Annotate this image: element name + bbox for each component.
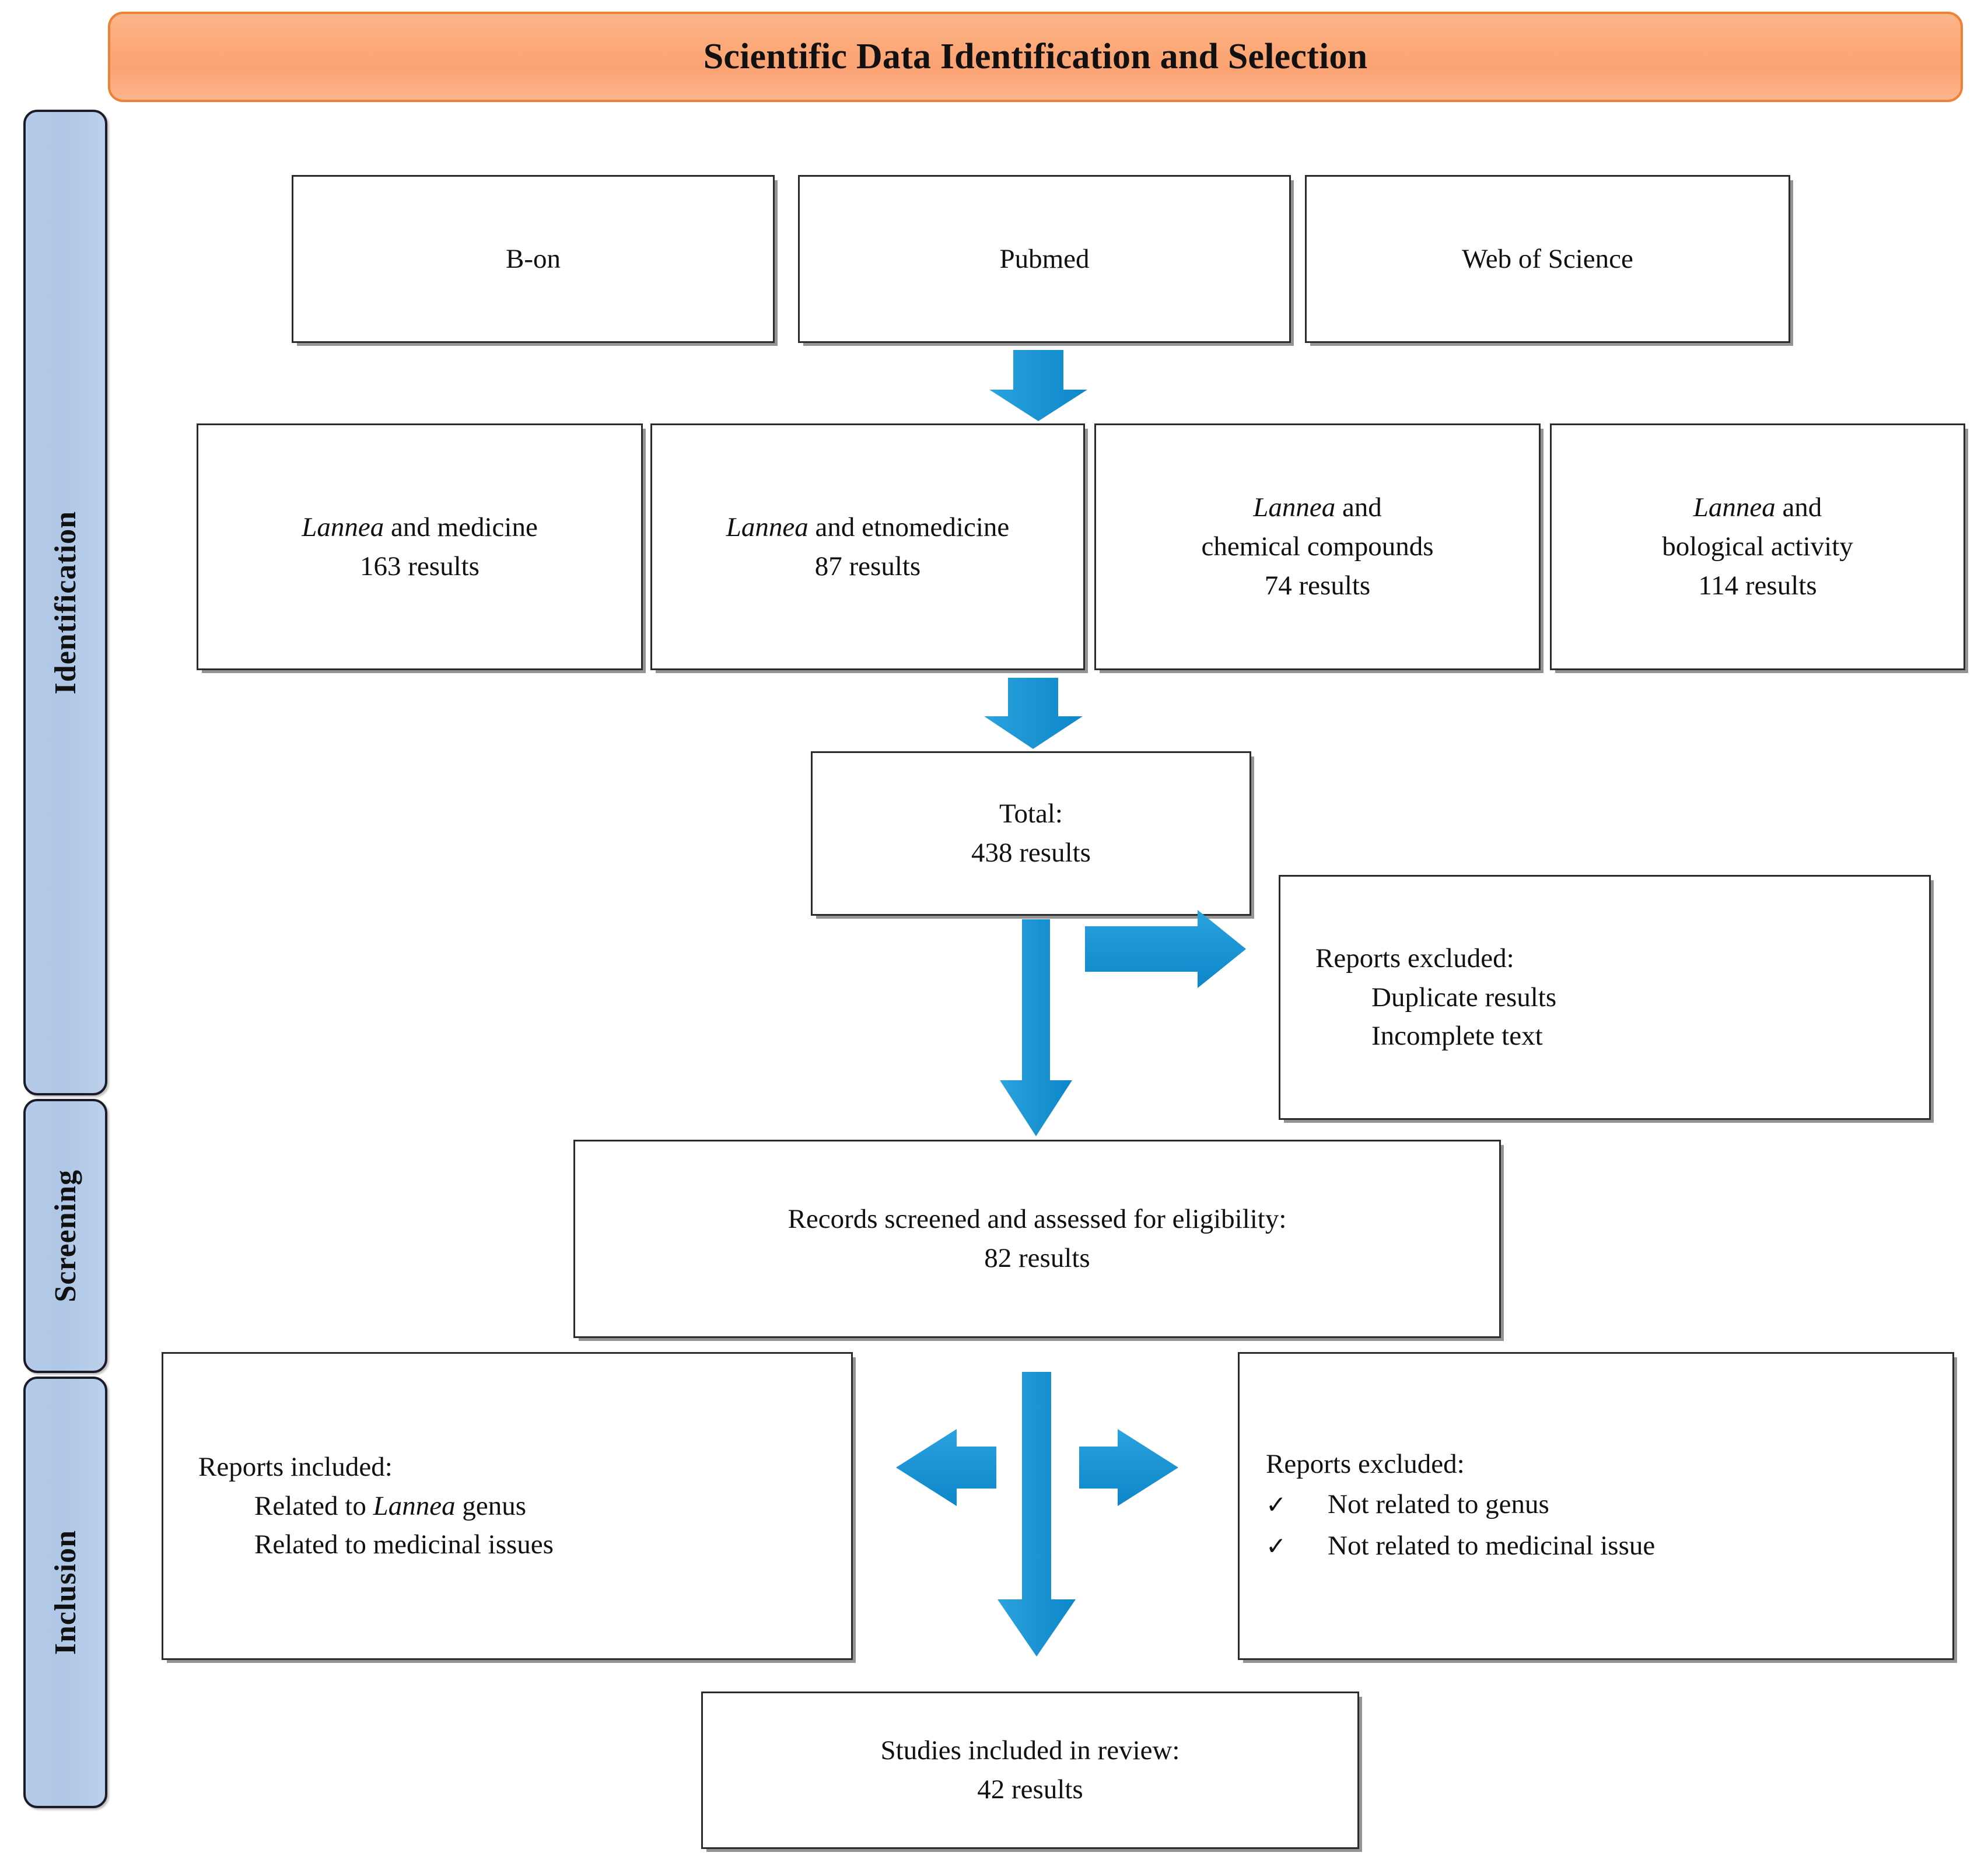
- excluded-item: Incomplete text: [1371, 1021, 1543, 1052]
- total-results: 438 results: [971, 838, 1091, 868]
- arrow-down-screened-to-studies: [998, 1372, 1076, 1657]
- database-box-pubmed: Pubmed: [798, 175, 1291, 343]
- query-results: 163 results: [360, 551, 480, 582]
- query-term-rest: and medicine: [384, 512, 538, 542]
- checkmark-icon: ✓: [1266, 1533, 1287, 1561]
- phase-label-identification: Identification: [48, 510, 82, 695]
- genus-name: Lannea: [726, 512, 808, 542]
- arrow-down-databases-to-queries: [989, 350, 1087, 421]
- included-item: Related to medicinal issues: [254, 1529, 554, 1560]
- excluded-item: Duplicate results: [1371, 982, 1557, 1013]
- excluded-checklist-item: ✓ Not related to medicinal issue: [1266, 1525, 1655, 1567]
- excluded-item-label: Not related to genus: [1328, 1489, 1549, 1519]
- arrow-right-to-reports-excluded: [1079, 1429, 1178, 1506]
- included-item: Related to Lannea genus: [198, 1487, 526, 1526]
- query-term: Lannea and medicine: [302, 508, 538, 547]
- database-name: B-on: [506, 243, 561, 274]
- excluded-item-label: Not related to medicinal issue: [1328, 1531, 1656, 1561]
- page-title: Scientific Data Identification and Selec…: [703, 37, 1368, 76]
- query-box: Lannea and medicine 163 results: [197, 423, 643, 670]
- total-label: Total:: [999, 799, 1063, 829]
- included-item-prefix: Related to: [254, 1490, 373, 1521]
- genus-name: Lannea: [1693, 492, 1776, 523]
- phase-bar-screening: Screening: [23, 1099, 107, 1373]
- query-box: Lannea and etnomedicine 87 results: [650, 423, 1085, 670]
- database-name: Pubmed: [999, 243, 1090, 274]
- database-box-web-of-science: Web of Science: [1305, 175, 1790, 343]
- phase-label-screening: Screening: [48, 1169, 82, 1302]
- reports-excluded-inclusion-box: Reports excluded: ✓ Not related to genus…: [1238, 1352, 1954, 1660]
- reports-excluded-screening-box: Reports excluded: Duplicate results Inco…: [1279, 875, 1931, 1120]
- excluded-checklist-item: ✓ Not related to genus: [1266, 1484, 1549, 1525]
- records-screened-box: Records screened and assessed for eligib…: [573, 1140, 1501, 1338]
- reports-included-box: Reports included: Related to Lannea genu…: [162, 1352, 853, 1660]
- genus-name: Lannea: [1253, 492, 1336, 523]
- database-box-bon: B-on: [292, 175, 775, 343]
- arrow-down-total-to-screened: [1000, 919, 1072, 1136]
- included-item-suffix: genus: [455, 1490, 527, 1521]
- query-results: 74 results: [1264, 570, 1371, 601]
- included-heading: Reports included:: [198, 1451, 393, 1482]
- screened-results: 82 results: [984, 1243, 1090, 1273]
- query-term-rest: and: [1335, 492, 1382, 523]
- query-term: Lannea and: [1693, 488, 1822, 527]
- screened-label: Records screened and assessed for eligib…: [788, 1204, 1287, 1235]
- query-results: 114 results: [1698, 570, 1817, 601]
- phase-label-inclusion: Inclusion: [48, 1529, 82, 1655]
- query-results: 87 results: [814, 551, 921, 582]
- studies-included-box: Studies included in review: 42 results: [701, 1692, 1359, 1849]
- query-box: Lannea and bological activity 114 result…: [1550, 423, 1965, 670]
- arrow-left-to-reports-included: [896, 1429, 996, 1506]
- studies-label: Studies included in review:: [880, 1735, 1180, 1766]
- diagram-header-banner: Scientific Data Identification and Selec…: [108, 12, 1963, 102]
- phase-bar-inclusion: Inclusion: [23, 1377, 107, 1808]
- query-term-line2: chemical compounds: [1201, 531, 1434, 562]
- genus-name: Lannea: [373, 1490, 456, 1521]
- arrow-right-total-to-excluded: [1085, 910, 1246, 988]
- studies-results: 42 results: [977, 1774, 1083, 1805]
- arrow-down-queries-to-total: [984, 678, 1083, 749]
- query-term-line2: bological activity: [1662, 531, 1853, 562]
- query-term: Lannea and: [1253, 488, 1382, 527]
- total-results-box: Total: 438 results: [811, 751, 1251, 916]
- excluded-heading: Reports excluded:: [1315, 943, 1514, 973]
- query-term-rest: and: [1775, 492, 1822, 523]
- checkmark-icon: ✓: [1266, 1491, 1287, 1519]
- query-term-rest: and etnomedicine: [808, 512, 1010, 542]
- excluded-heading: Reports excluded:: [1266, 1449, 1465, 1480]
- database-name: Web of Science: [1462, 243, 1633, 274]
- query-box: Lannea and chemical compounds 74 results: [1094, 423, 1541, 670]
- query-term: Lannea and etnomedicine: [726, 508, 1010, 547]
- phase-bar-identification: Identification: [23, 110, 107, 1095]
- genus-name: Lannea: [302, 512, 384, 542]
